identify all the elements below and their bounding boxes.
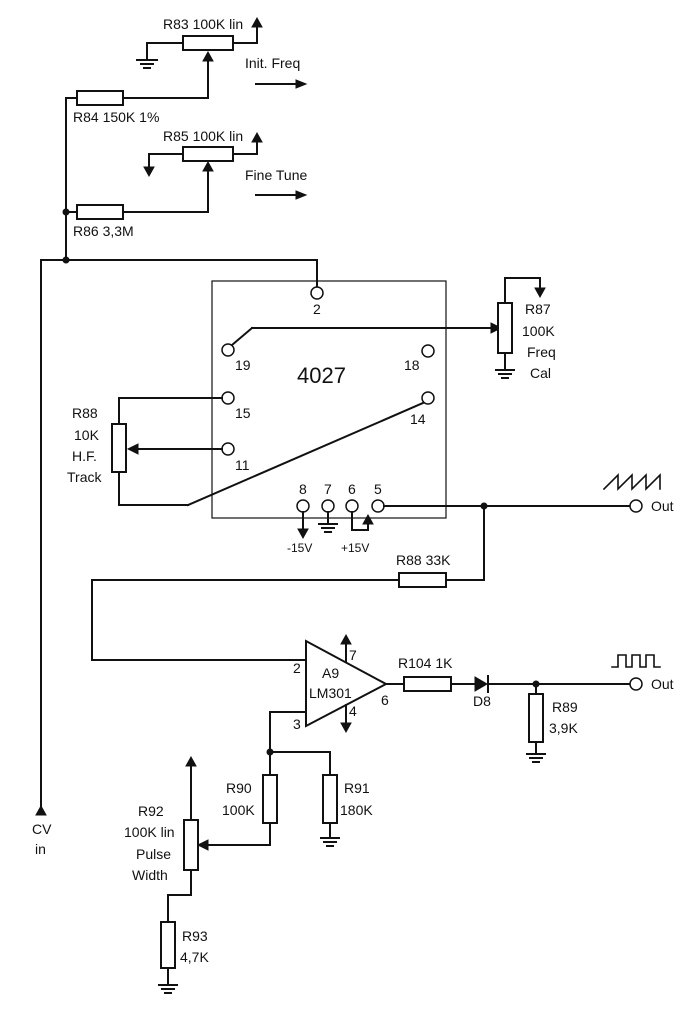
init-freq-label: Init. Freq	[245, 55, 300, 71]
a9-supply-arrows-icon	[340, 633, 352, 734]
r91-resistor	[320, 774, 340, 847]
r86-label: R86 3,3M	[73, 223, 134, 239]
svg-text:Width: Width	[132, 867, 168, 883]
ic-pin-18	[421, 344, 435, 358]
svg-text:H.F.: H.F.	[72, 448, 97, 464]
d8-diode	[474, 675, 631, 693]
r87-label: R87 100K Freq Cal	[522, 301, 556, 381]
ic-pin-11	[221, 442, 235, 456]
r92-potentiometer	[167, 755, 199, 923]
r88-33k-resistor	[91, 505, 485, 661]
pos-supply-arrow-icon	[351, 511, 374, 531]
r89-name-label: R89	[552, 699, 578, 715]
r93-value-label: 4,7K	[180, 949, 209, 965]
ic-pin-14-label: 14	[410, 411, 426, 427]
summing-bus-wire	[40, 97, 318, 287]
a9-pin3-wire	[266, 711, 331, 776]
ic-pin-15	[221, 391, 235, 405]
a9-pin-2-label: 2	[293, 660, 301, 676]
ic-pin-5	[371, 499, 385, 513]
ic-pin-5-label: 5	[374, 481, 382, 497]
r88-track-label: R88 10K H.F. Track	[67, 405, 102, 485]
ic-pin-8	[296, 499, 310, 513]
saw-output-terminal	[629, 499, 643, 513]
svg-text:R92: R92	[138, 803, 164, 819]
svg-text:100K lin: 100K lin	[124, 824, 175, 840]
saw-output-label: Out	[651, 498, 674, 514]
pin19-wire	[230, 322, 503, 347]
fine-tune-arrow-icon	[255, 190, 308, 200]
r84-resistor	[65, 90, 209, 106]
neg-supply-label: -15V	[287, 541, 312, 555]
init-freq-arrow-icon	[255, 79, 308, 89]
r91-name-label: R91	[344, 780, 370, 796]
r83-potentiometer	[136, 16, 263, 99]
pulse-output-label: Out	[651, 676, 674, 692]
r89-resistor	[526, 683, 546, 763]
r90-resistor	[196, 774, 278, 851]
square-wave-icon	[611, 654, 661, 668]
ic-pin-11-label: 11	[235, 457, 250, 473]
a9-pin-6-label: 6	[381, 692, 389, 708]
r83-label: R83 100K lin	[163, 16, 243, 32]
r86-resistor	[65, 204, 209, 220]
r89-value-label: 3,9K	[549, 720, 578, 736]
r87-potentiometer	[495, 277, 546, 379]
ic-pin-19-label: 19	[235, 357, 251, 373]
ic-4027-label: 4027	[297, 363, 346, 388]
cv-in-label: CV	[32, 821, 52, 837]
neg-supply-arrow-icon	[297, 511, 309, 540]
svg-text:Freq: Freq	[527, 344, 556, 360]
a9-pin-7-label: 7	[349, 647, 357, 663]
r84-label: R84 150K 1%	[73, 109, 159, 125]
saw-output-wire	[383, 502, 631, 510]
r91-value-label: 180K	[340, 802, 373, 818]
r93-name-label: R93	[182, 928, 208, 944]
r88-track-potentiometer	[111, 397, 425, 507]
r92-label: R92 100K lin Pulse Width	[124, 803, 175, 883]
r90-name-label: R90	[226, 780, 252, 796]
a9-part-label: LM301	[309, 685, 352, 701]
fine-tune-label: Fine Tune	[245, 167, 307, 183]
svg-text:Cal: Cal	[530, 365, 551, 381]
r93-resistor	[158, 921, 178, 994]
cv-input-wire	[35, 259, 47, 816]
cv-in-label-2: in	[35, 841, 46, 857]
r85-potentiometer	[143, 131, 263, 213]
ic-pin-19	[221, 343, 235, 357]
r85-label: R85 100K lin	[163, 128, 243, 144]
ic-pin-6-label: 6	[348, 481, 356, 497]
ic-pin-14	[421, 391, 435, 405]
d8-label: D8	[473, 693, 491, 709]
svg-text:R87: R87	[525, 301, 551, 317]
svg-text:R88: R88	[72, 405, 98, 421]
pulse-output-terminal	[629, 677, 643, 691]
svg-text:R83 100K lin: R83 100K lin	[163, 16, 243, 32]
a9-pin-4-label: 4	[349, 703, 357, 719]
a9-pin-3-label: 3	[293, 716, 301, 732]
ic-pin-7-label: 7	[324, 481, 332, 497]
a9-name-label: A9	[322, 665, 339, 681]
r90-value-label: 100K	[222, 802, 255, 818]
svg-text:100K: 100K	[522, 323, 555, 339]
ic-pin-6	[345, 499, 359, 513]
ic-pin-7	[321, 499, 335, 513]
pin7-ground-icon	[318, 511, 338, 533]
ic-pin-8-label: 8	[299, 481, 307, 497]
ic-pin-18-label: 18	[404, 357, 420, 373]
sawtooth-wave-icon	[602, 473, 661, 491]
ic-pin-2-label: 2	[313, 301, 321, 317]
svg-text:Track: Track	[67, 469, 102, 485]
ic-pin-2	[310, 286, 324, 300]
r88-33k-label: R88 33K	[396, 552, 451, 568]
svg-text:10K: 10K	[74, 427, 100, 443]
r104-label: R104 1K	[398, 655, 453, 671]
r104-resistor	[385, 676, 476, 692]
pos-supply-label: +15V	[341, 541, 369, 555]
svg-text:Pulse: Pulse	[136, 846, 171, 862]
ic-pin-15-label: 15	[235, 405, 251, 421]
